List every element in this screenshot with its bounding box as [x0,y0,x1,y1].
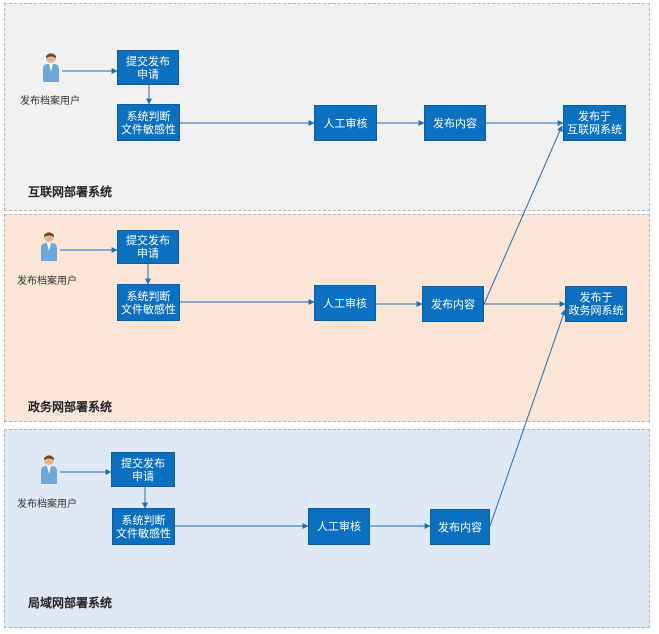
box-label: 政务网系统 [568,304,624,317]
user-icon [41,455,57,484]
manual-review-box[interactable]: 人工审核 [314,285,376,321]
box-label: 发布内容 [438,520,482,534]
sensitivity-check-box[interactable]: 系统判断文件敏感性 [112,508,175,545]
submit-request-box[interactable]: 提交发布申请 [111,452,175,487]
box-label: 文件敏感性 [121,122,176,136]
box-label: 发布于 [579,291,613,304]
user-label: 发布档案用户 [20,96,80,107]
user-icon [41,232,57,261]
box-label: 申请 [132,469,154,483]
box-label: 文件敏感性 [116,526,171,540]
user-label: 发布档案用户 [17,499,77,510]
box-label: 人工审核 [323,116,368,130]
publish-gov-target-box[interactable]: 发布于政务网系统 [565,286,627,322]
box-label: 发布于 [578,110,611,123]
box-label: 人工审核 [317,520,361,533]
box-label: 系统判断 [126,109,171,123]
publish-content-box[interactable]: 发布内容 [422,286,484,322]
manual-review-box[interactable]: 人工审核 [308,508,370,545]
publish-content-box[interactable]: 发布内容 [424,105,486,141]
box-label: 文件敏感性 [121,302,176,316]
sensitivity-check-box[interactable]: 系统判断文件敏感性 [117,104,180,141]
lane-title-internet: 互联网部署系统 [28,185,113,199]
arrow-publish-local-to-gov-target [489,309,567,527]
publish-content-box[interactable]: 发布内容 [430,509,490,545]
box-label: 提交发布 [121,456,165,470]
box-label: 系统判断 [121,513,166,527]
submit-request-box[interactable]: 提交发布申请 [117,50,179,85]
publish-internet-target-box[interactable]: 发布于互联网系统 [563,105,626,141]
lane-title-local-network: 局域网部署系统 [28,596,113,610]
box-label: 申请 [137,67,159,81]
sensitivity-check-box[interactable]: 系统判断文件敏感性 [117,284,180,321]
lane-title-government: 政务网部署系统 [28,400,113,414]
box-label: 互联网系统 [567,123,622,136]
submit-request-box[interactable]: 提交发布申请 [117,230,179,264]
box-label: 系统判断 [126,289,171,303]
box-label: 人工审核 [323,296,367,310]
manual-review-box[interactable]: 人工审核 [314,105,377,141]
box-label: 提交发布 [126,234,170,247]
user-label: 发布档案用户 [17,276,77,287]
arrow-publish-gov-to-internet-target [483,125,563,305]
user-icon [43,53,59,82]
box-label: 提交发布 [126,54,170,68]
box-label: 申请 [137,247,159,260]
box-label: 发布内容 [431,297,475,311]
box-label: 发布内容 [433,116,477,130]
